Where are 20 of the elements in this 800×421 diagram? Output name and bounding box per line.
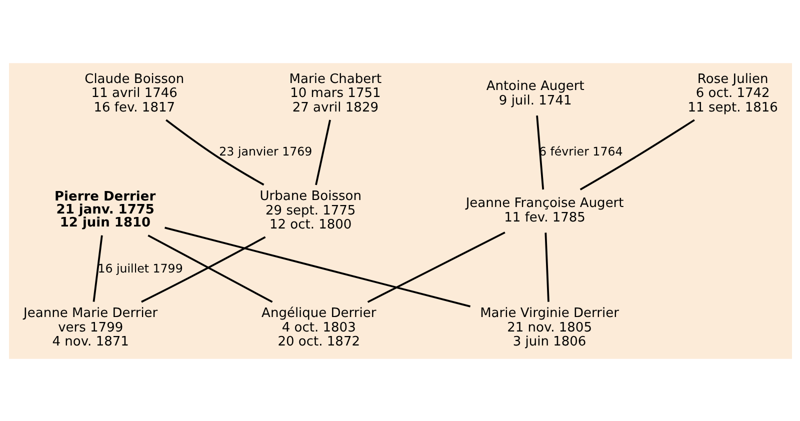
- connector: [544, 232, 549, 302]
- connector: [536, 115, 544, 190]
- node-text: Angélique Derrier 4 oct. 1803 20 oct. 1872: [261, 306, 376, 350]
- node-text: Jeanne Françoise Augert 11 fev. 1785: [465, 196, 624, 225]
- connector: [164, 226, 470, 307]
- edge-label: 16 juillet 1799: [97, 261, 182, 276]
- connector: [366, 231, 505, 302]
- connector: [314, 119, 330, 185]
- connector: [165, 118, 264, 186]
- node-text: Pierre Derrier 21 janv. 1775 12 juin 1810: [54, 189, 156, 230]
- node-text: Marie Virginie Derrier 21 nov. 1805 3 juin 1806: [480, 306, 618, 350]
- node-text: Antoine Augert 9 juil. 1741: [486, 78, 584, 108]
- node-text: Claude Boisson 11 avril 1746 16 fev. 1817: [84, 72, 184, 115]
- node-text: Rose Julien 6 oct. 1742 11 sept. 1816: [687, 72, 778, 115]
- node-text: Marie Chabert 10 mars 1751 27 avril 1829: [288, 72, 382, 115]
- connector: [92, 234, 102, 302]
- connector: [579, 118, 694, 190]
- node-text: Urbane Boisson 29 sept. 1775 12 oct. 1800: [259, 188, 361, 232]
- edge-label: 23 janvier 1769: [218, 144, 312, 158]
- node-text: Jeanne Marie Derrier vers 1799 4 nov. 1871: [23, 306, 158, 350]
